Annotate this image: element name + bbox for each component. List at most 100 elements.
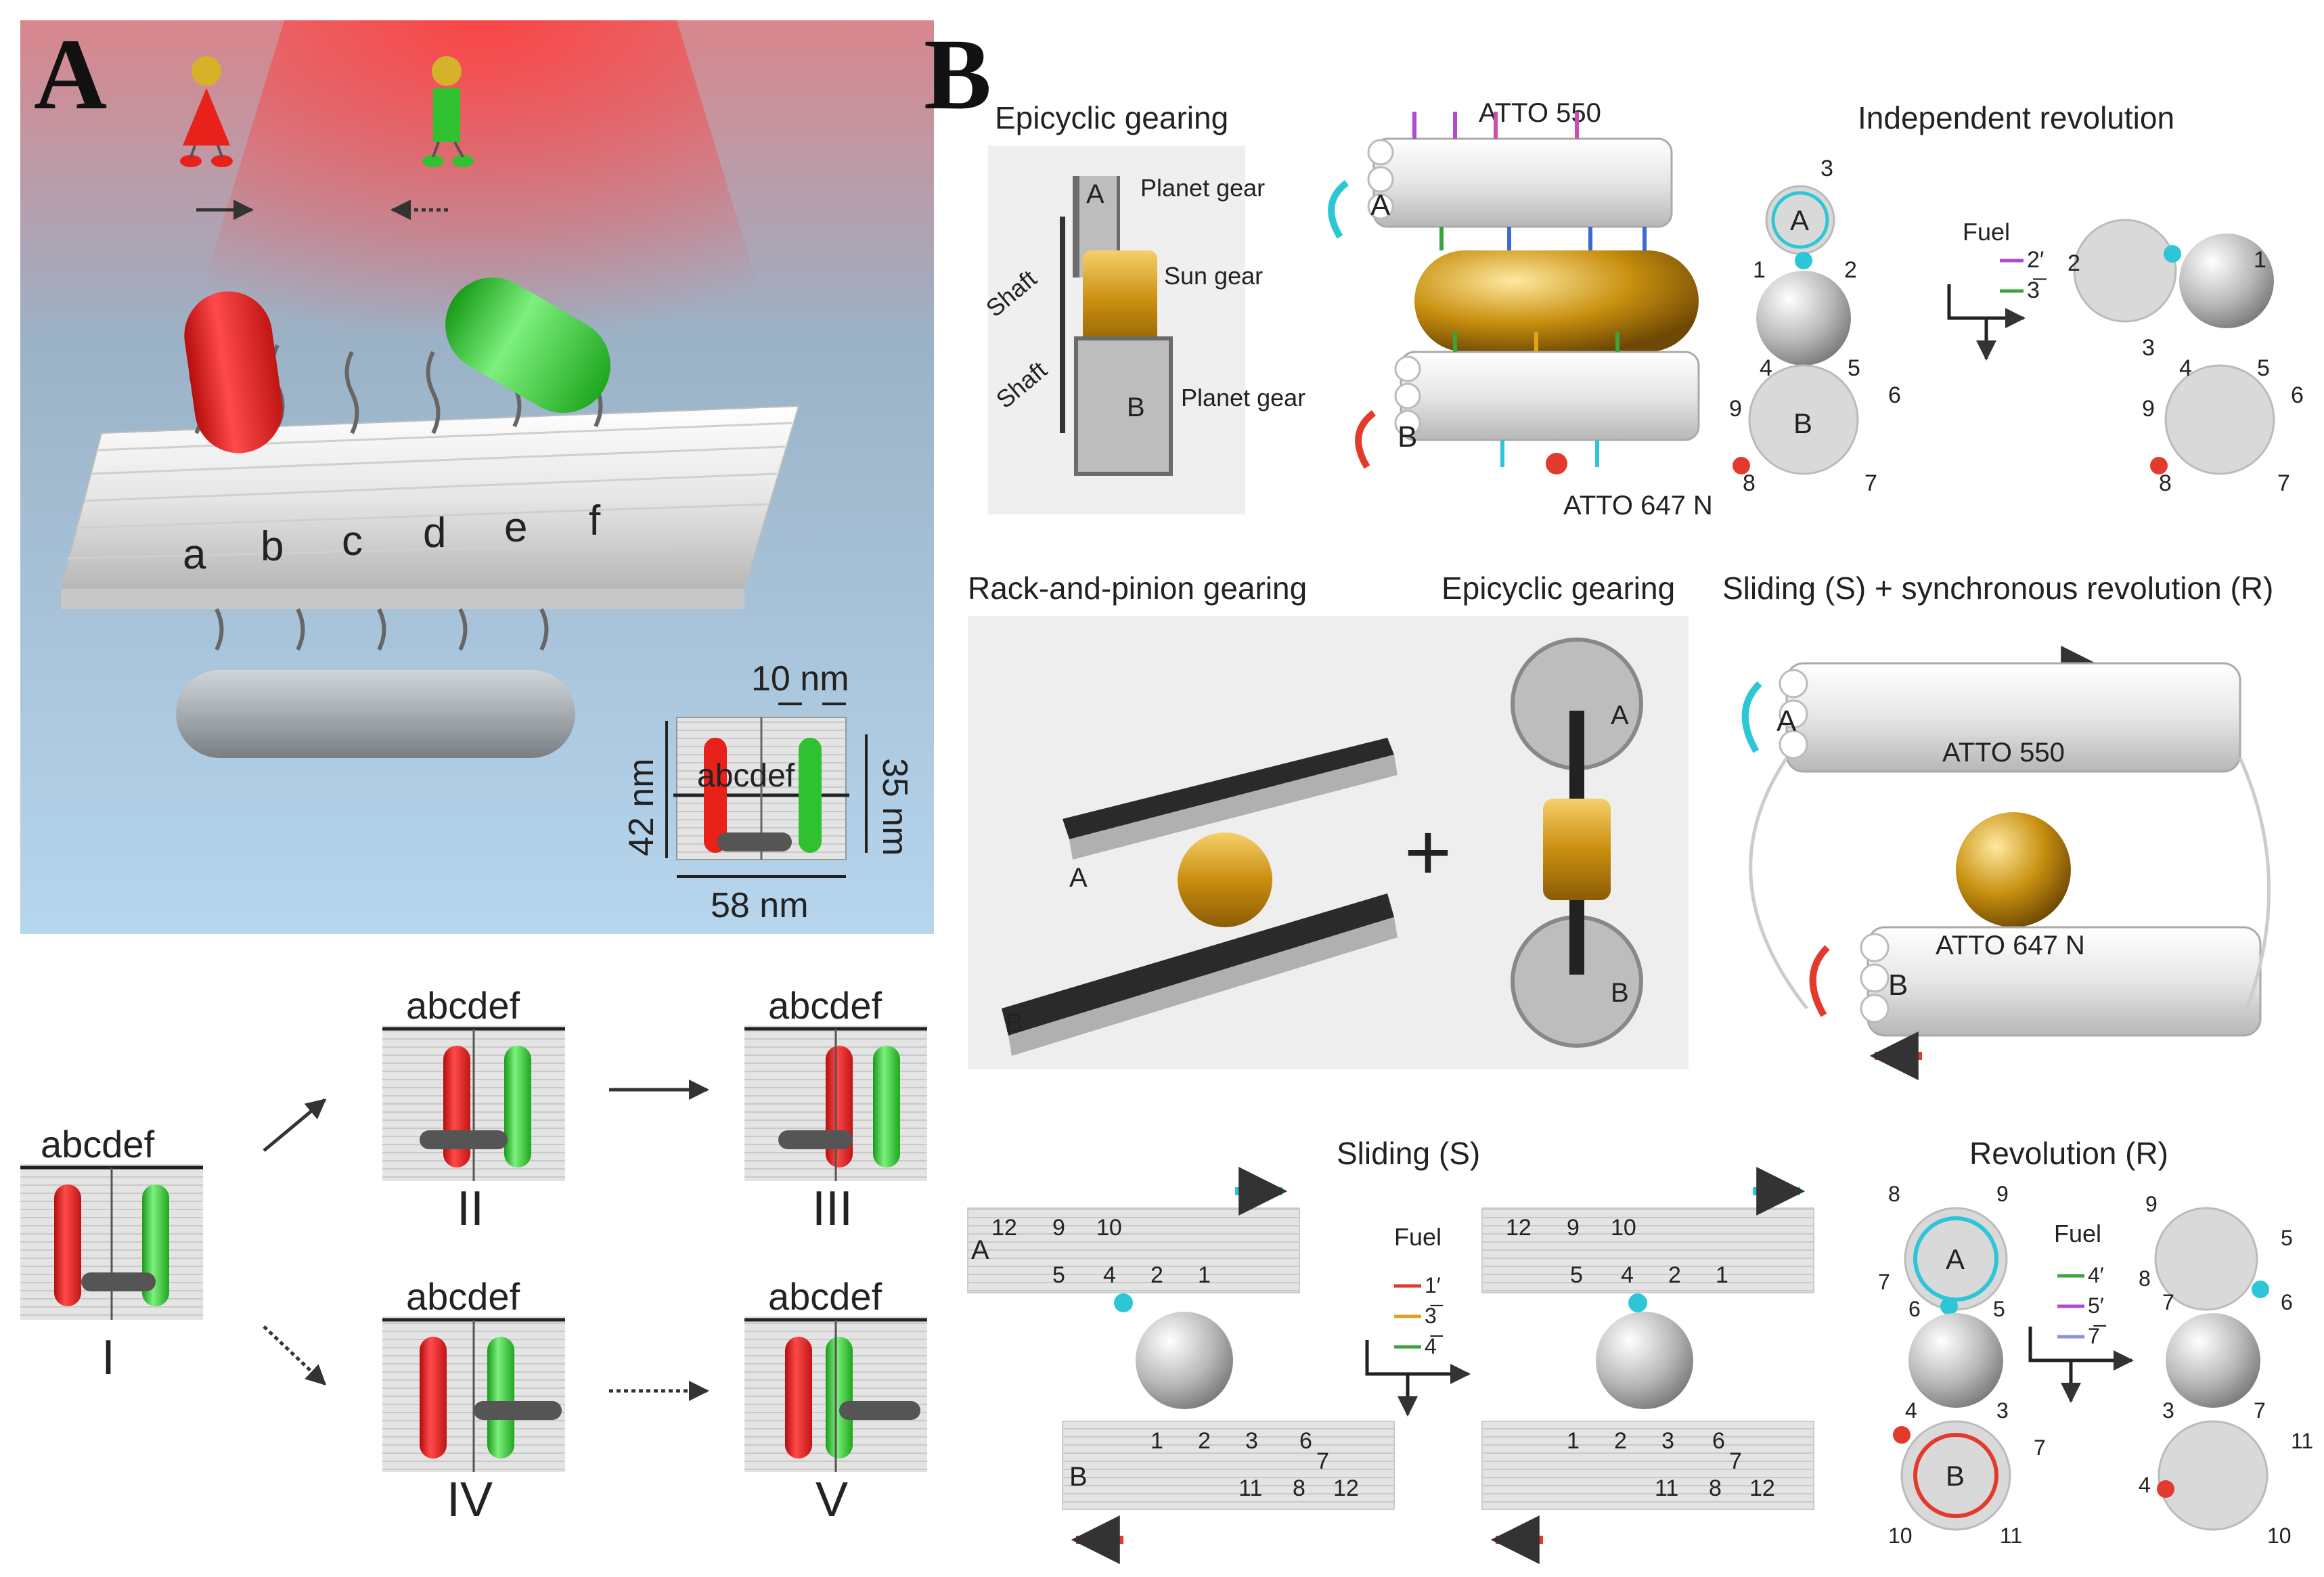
track-letters: a b c d e f <box>183 497 601 578</box>
site-number: 9 <box>1567 1215 1580 1241</box>
site-number: 3 <box>2162 1398 2174 1423</box>
dimension-inset: abcdef 10 nm 35 nm 42 nm 58 nm <box>622 659 914 925</box>
rack-and-pinion-illustration: Rack-and-pinion gearing Epicyclic gearin… <box>968 571 1689 1069</box>
independent-revolution: Independent revolution A B 3 1 2 4 5 9 6… <box>1729 100 2304 496</box>
site-number: 10 <box>1888 1524 1913 1548</box>
site-number: 10 <box>1611 1215 1636 1241</box>
rack-title: Rack-and-pinion gearing <box>968 571 1307 606</box>
rack-b-label: B <box>1005 1008 1023 1038</box>
state-letters: abcdef <box>41 1123 155 1165</box>
site-number: 5 <box>1052 1262 1065 1288</box>
sync-atto647: ATTO 647 N <box>1936 931 2085 960</box>
rotation-arrow-red <box>1809 945 1830 1017</box>
site-number: 12 <box>1749 1475 1775 1501</box>
panel-a: A <box>20 18 934 1527</box>
state-numeral: II <box>457 1182 484 1236</box>
site-number: 4 <box>1103 1262 1116 1288</box>
site-number: 9 <box>1729 396 1742 422</box>
rotation-arrow-red <box>1355 410 1377 469</box>
sync-atto550: ATTO 550 <box>1942 738 2065 768</box>
site-number: 2 <box>1668 1262 1681 1288</box>
fuel-strand: 7̅ <box>2088 1324 2107 1348</box>
site-number: 5 <box>1848 355 1860 381</box>
slide-b-label: B <box>1069 1462 1088 1492</box>
site-number: 3 <box>2142 335 2155 361</box>
dim-width: 58 nm <box>711 886 809 925</box>
site-number: 8 <box>1888 1182 1900 1206</box>
site-number: 10 <box>2267 1524 2292 1548</box>
gold-nanoparticle <box>1756 271 1851 365</box>
site-number: 11 <box>2000 1524 2022 1548</box>
capture-strands <box>1412 112 1647 467</box>
site-number: 6 <box>1888 382 1901 408</box>
site-number: 5 <box>2281 1226 2293 1250</box>
epicyclic-title: Epicyclic gearing <box>995 100 1228 135</box>
atto647-dye <box>1546 453 1567 474</box>
site-number: 11 <box>2291 1429 2313 1453</box>
track-letter: a <box>183 531 206 578</box>
site-number: 9 <box>2142 396 2155 422</box>
red-walker-icon <box>180 56 233 167</box>
site-number: 9 <box>2145 1192 2158 1216</box>
dim-height-inner: 35 nm <box>875 758 914 856</box>
epi-a-label: A <box>1611 701 1629 730</box>
site-number: 7 <box>1729 1448 1742 1474</box>
site-number: 5 <box>2257 355 2270 381</box>
green-walker-icon <box>422 56 474 167</box>
fuel-label: Fuel <box>2054 1220 2101 1247</box>
site-number: 7 <box>2254 1398 2266 1423</box>
epi-b-label: B <box>1611 978 1629 1008</box>
site-number: 12 <box>1506 1215 1532 1241</box>
arrow-i-iv <box>263 1325 327 1386</box>
state-letters: abcdef <box>768 1275 882 1318</box>
track-letter: d <box>423 510 446 556</box>
site-number: 5 <box>1993 1297 2005 1321</box>
site-number: 3 <box>1996 1398 2009 1423</box>
green-rod <box>445 277 610 413</box>
track-letter: c <box>342 518 363 564</box>
gear-a-label: A <box>1086 179 1104 209</box>
plus-sign: + <box>1404 807 1452 897</box>
panel-b-letter: B <box>924 18 991 131</box>
site-number: 11 <box>1655 1475 1678 1501</box>
dim-spacing: 10 nm <box>751 659 849 698</box>
state-i: abcdef I <box>20 1123 203 1385</box>
state-numeral: V <box>815 1473 848 1527</box>
fuel-strand: 1′ <box>1425 1273 1441 1297</box>
sync-a-label: A <box>1776 705 1797 738</box>
site-number: 1 <box>2254 247 2266 273</box>
panel-a-letter: A <box>34 18 107 131</box>
fuel-strand: 5′ <box>2088 1293 2104 1318</box>
site-number: 6 <box>1712 1428 1725 1454</box>
site-number: 8 <box>1709 1475 1722 1501</box>
state-iv: abcdef IV <box>382 1275 565 1527</box>
site-number: 3 <box>1820 156 1833 181</box>
state-ii: abcdef II <box>382 984 565 1236</box>
atto647-label: ATTO 647 N <box>1563 491 1713 520</box>
slide-a-label: A <box>971 1235 989 1265</box>
site-number: 12 <box>991 1215 1017 1241</box>
fuel-label: Fuel <box>1394 1223 1442 1251</box>
site-number: 7 <box>1864 470 1877 496</box>
site-number: 4 <box>2179 355 2192 381</box>
rotation-arrow-cyan <box>1741 681 1762 753</box>
site-number: 1 <box>1567 1428 1580 1454</box>
fuel-strand: 4′ <box>2088 1263 2104 1287</box>
gold-nanorod <box>1414 250 1699 352</box>
sun-gear-label: Sun gear <box>1164 262 1263 290</box>
site-number: 12 <box>1333 1475 1359 1501</box>
state-numeral: IV <box>447 1473 493 1527</box>
site-number: 2 <box>1198 1428 1211 1454</box>
site-number: 7 <box>2034 1436 2046 1460</box>
fuel-strand: 2′ <box>2027 247 2044 273</box>
sliding-sync-title: Sliding (S) + synchronous revolution (R) <box>1722 571 2273 606</box>
atto550-label: ATTO 550 <box>1479 98 1601 128</box>
pinion-gear <box>1178 832 1272 927</box>
tube-ends <box>1367 139 1394 220</box>
site-number: 3 <box>1245 1428 1258 1454</box>
site-number: 4 <box>1905 1398 1917 1423</box>
track-letter: f <box>589 497 601 544</box>
state-iii: abcdef III <box>744 984 927 1236</box>
epicyclic-title-mid: Epicyclic gearing <box>1442 571 1675 606</box>
